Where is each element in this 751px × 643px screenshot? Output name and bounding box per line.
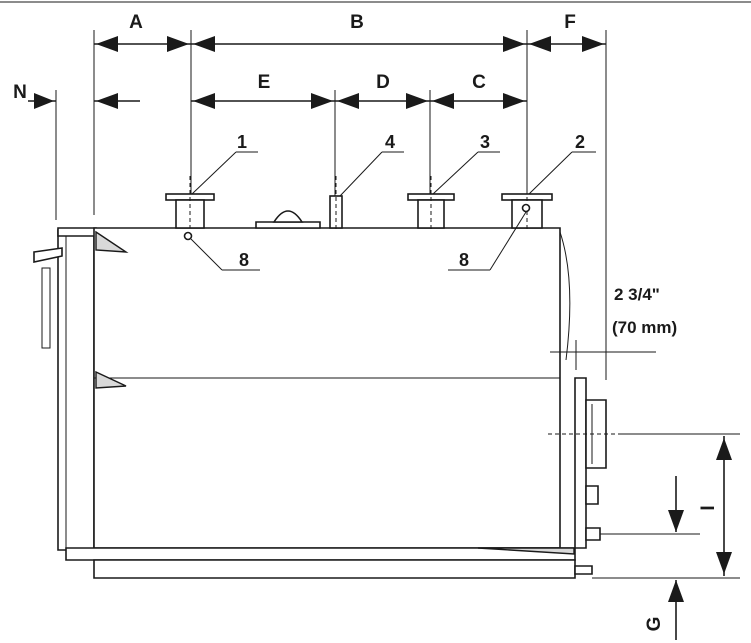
callout-8-right: 8 [459,250,469,270]
arrow-c-right [503,93,525,109]
arrow-n-right [96,93,118,109]
arrow-i-top [716,438,732,460]
arrow-b-right [503,36,525,52]
front-panel [57,229,95,551]
door-hinge [41,267,51,349]
arrow-f-left [529,36,551,52]
leader-8-right [489,211,527,271]
arrow-e-left [193,93,215,109]
top-wedge [95,230,129,253]
boiler-shell [93,227,561,549]
arrow-a-left [96,36,118,52]
leader-2 [528,151,573,195]
manhole-handle [272,210,304,223]
dim-label-b: B [350,12,364,33]
rear-plate [574,377,587,549]
callout-1: 1 [237,132,247,152]
arrow-d-right [406,93,428,109]
rear-pipe [585,527,601,541]
arrow-c-left [432,93,454,109]
arrow-f-right [582,36,604,52]
offset-note-line2: (70 mm) [612,318,677,337]
dim-label-i: I [698,505,719,510]
sensor-8-left [183,231,193,241]
arrow-b-left [193,36,215,52]
leader-8-left [190,238,223,271]
arrow-a-right [167,36,189,52]
callout-3: 3 [480,132,490,152]
leader-4 [339,151,383,197]
dim-label-c: C [472,72,486,93]
base-wedge [477,547,575,555]
arrow-i-bottom [716,552,732,574]
front-panel-cap [57,227,97,237]
shell-rear-curve [559,231,571,361]
arrow-e-right [311,93,333,109]
door-handle [33,247,63,263]
arrow-d-left [337,93,359,109]
callout-2: 2 [575,132,585,152]
dim-label-f: F [564,12,576,33]
dim-label-e: E [258,72,271,93]
flue-outlet [585,399,607,469]
bottom-pipe [574,565,593,575]
manhole-cover [255,221,321,229]
sensor-8-right [521,203,531,213]
dim-label-g: G [644,617,665,632]
dim-label-a: A [129,12,143,33]
mid-wedge [95,370,127,389]
leader-1 [191,151,237,195]
dim-label-n: N [13,82,27,103]
callout-8-left: 8 [239,250,249,270]
leader-3 [432,151,479,195]
offset-note-line1: 2 3/4" [614,285,660,304]
callout-4: 4 [385,132,395,152]
arrow-g-up [668,580,684,602]
arrow-n [34,93,54,109]
base-frame [93,559,576,579]
dim-label-d: D [376,72,390,93]
rear-fitting [585,485,599,505]
arrow-pipe-down [668,510,684,532]
